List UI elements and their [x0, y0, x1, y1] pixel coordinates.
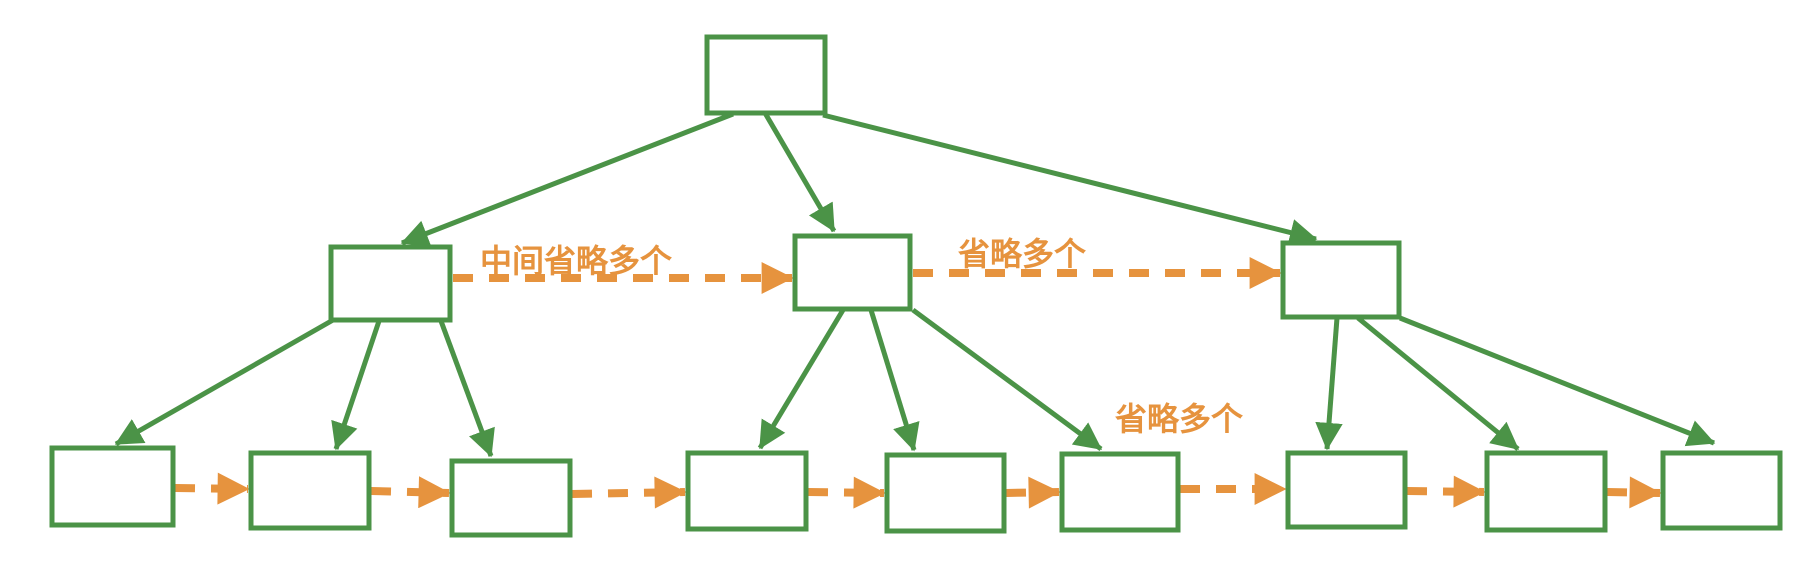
link-edges-internal: [453, 257, 1282, 294]
leaf-node-8: [1484, 450, 1608, 533]
tree-edges-internal: [114, 307, 1716, 458]
leaf-node-7: [1285, 450, 1408, 530]
link-leaf5-leaf6: [1005, 476, 1061, 509]
edge-internal2-leaf4: [757, 308, 846, 450]
leaf-node-6: [1059, 451, 1181, 533]
edge-internal3-leaf9: [1399, 315, 1716, 447]
edge-internal1-leaf2: [331, 320, 382, 451]
leaf-node-2: [248, 450, 372, 531]
link-edges-leaf: [174, 472, 1662, 509]
internal-node-3: [1280, 240, 1402, 320]
link-leaf3-leaf4: [571, 476, 687, 509]
label-leaf-link: 省略多个: [1115, 401, 1243, 437]
leaf-node-5: [884, 452, 1007, 534]
leaf-node-1: [49, 445, 176, 528]
edge-internal3-leaf8: [1356, 316, 1520, 451]
root-node: [704, 34, 828, 116]
link-leaf4-leaf5: [807, 476, 886, 509]
leaf-node-3: [449, 458, 573, 538]
internal-node-2: [792, 233, 913, 312]
internal-node-1: [328, 244, 453, 323]
link-leaf2-leaf3: [370, 476, 451, 509]
edge-internal1-leaf1: [114, 317, 335, 447]
edge-root-internal1: [400, 111, 734, 247]
label-internal-link-right: 省略多个: [958, 236, 1086, 272]
edge-internal2-leaf5: [868, 309, 920, 452]
labels: 中间省略多个 省略多个 省略多个: [480, 236, 1243, 437]
link-leaf7-leaf8: [1406, 475, 1486, 508]
label-internal-link-left: 中间省略多个: [480, 243, 672, 279]
leaf-node-9: [1660, 450, 1783, 531]
edge-root-internal2: [762, 111, 837, 233]
link-leaf8-leaf9: [1606, 476, 1662, 509]
edge-root-internal3: [822, 112, 1318, 246]
link-leaf1-leaf2: [174, 472, 250, 505]
edge-internal2-leaf6: [911, 307, 1103, 452]
edge-internal3-leaf7: [1315, 317, 1343, 451]
nodes: [49, 34, 1783, 538]
tree-edges-root: [400, 111, 1318, 247]
leaf-node-4: [685, 450, 809, 532]
edge-internal1-leaf3: [438, 320, 495, 458]
